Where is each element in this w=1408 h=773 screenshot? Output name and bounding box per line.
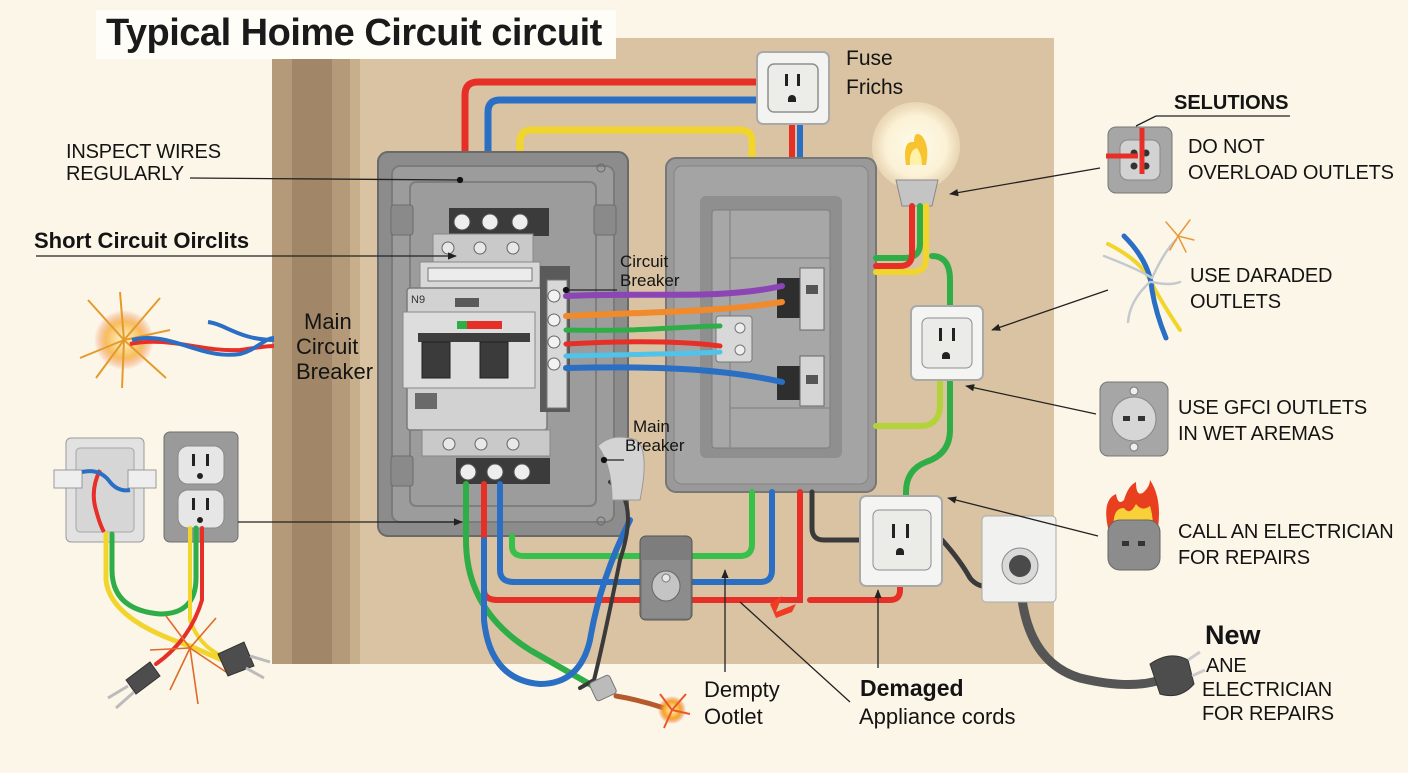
new-plug-line-1: ANE [1206,655,1247,677]
bottom-wires [463,480,1165,711]
module-marking: N9 [411,294,425,306]
circuit-breaker-label: Circuit Breaker [620,252,680,290]
top-wires [461,78,803,214]
new-plug-heading: New [1205,620,1261,650]
circuit-breaker-line-1: Circuit [620,252,669,271]
fuse-line-1: Fuse [846,47,893,70]
disconnect-switch [639,535,693,621]
inspect-wires-line-1: INSPECT WIRES [66,141,221,163]
duplex-outlet [163,431,239,543]
circuit-breaker-line-2: Breaker [620,271,680,291]
main-circuit-breaker-line-3: Breaker [296,359,374,385]
solution-electrician-line-2: FOR REPAIRS [1178,547,1310,569]
solution-item-graded: USE DARADED OUTLETS [1190,263,1332,315]
main-breaker-label: Main Breaker [625,417,685,455]
main-circuit-breaker-line-1: Main [304,309,352,334]
main-circuit-breaker-label: Main Circuit Breaker [296,309,373,384]
dempty-outlet-line-1: Dempty [704,677,780,702]
damaged-cords-heading: Demaged [860,675,964,701]
short-spark-icon [770,596,796,624]
overloaded-outlet-icon [1106,126,1173,194]
fuse-label: Fuse Frichs [846,44,903,103]
solution-electrician-line-1: CALL AN ELECTRICIAN [1178,521,1394,543]
dempty-outlet-label: Dempty Ootlet [704,677,780,731]
damaged-cords-sub: Appliance cords [859,704,1016,729]
solution-graded-line-2: OUTLETS [1190,291,1281,313]
switch-box [53,437,157,543]
solution-gfci-line-1: USE GFCI OUTLETS [1178,397,1368,419]
inspect-wires-line-2: REGULARLY [66,163,184,186]
burning-plug-icon [1106,480,1161,571]
solution-item-electrician: CALL AN ELECTRICIAN FOR REPAIRS [1178,519,1394,571]
frayed-wires-icon [1102,219,1195,341]
main-breaker-line-1: Main [633,417,670,436]
new-plug-icon [1149,650,1206,697]
light-bulb [872,102,960,207]
new-plug-text: ANE ELECTRICIAN FOR REPAIRS [1202,654,1334,726]
leader-lines [36,115,1290,703]
page-title: Typical Hoime Circuit circuit [96,10,616,59]
plugged-outlet [981,515,1057,603]
main-breaker-handle [597,436,645,501]
frayed-wire-spark-icon [79,291,275,389]
solution-item-overload: DO NOT OVERLOAD OUTLETS [1188,134,1394,186]
inspect-wires-label: INSPECT WIRES REGULARLY [66,141,221,186]
solution-item-gfci: USE GFCI OUTLETS IN WET AREMAS [1178,395,1367,447]
dempty-outlet-line-2: Ootlet [704,703,763,729]
new-plug-line-2: ELECTRICIAN [1202,679,1333,701]
main-panel [377,151,629,537]
solution-overload-line-2: OVERLOAD OUTLETS [1188,162,1394,184]
right-wires [873,203,953,503]
solutions-heading: SELUTIONS [1174,92,1289,114]
solution-graded-line-1: USE DARADED [1190,265,1333,287]
breaker-wires [563,283,785,385]
fuse-outlet [756,51,830,125]
new-plug-line-3: FOR REPAIRS [1202,703,1334,725]
cord-spark-icon [149,615,227,705]
solution-gfci-line-2: IN WET AREMAS [1178,423,1334,445]
ground-spark-icon [589,674,691,729]
sub-panel [665,157,877,493]
solution-overload-line-1: DO NOT [1188,136,1265,158]
main-breaker-line-2: Breaker [625,436,685,456]
gfci-outlet-icon [1099,381,1169,457]
side-outlet [910,305,984,381]
fuse-line-2: Frichs [846,76,904,100]
main-circuit-breaker-line-2: Circuit [296,334,359,360]
plug-right-icon [217,641,271,680]
short-circuit-label: Short Circuit Oirclits [34,228,250,253]
lower-outlet [859,495,943,587]
damaged-cords [103,525,234,666]
plug-left-icon [107,661,161,710]
